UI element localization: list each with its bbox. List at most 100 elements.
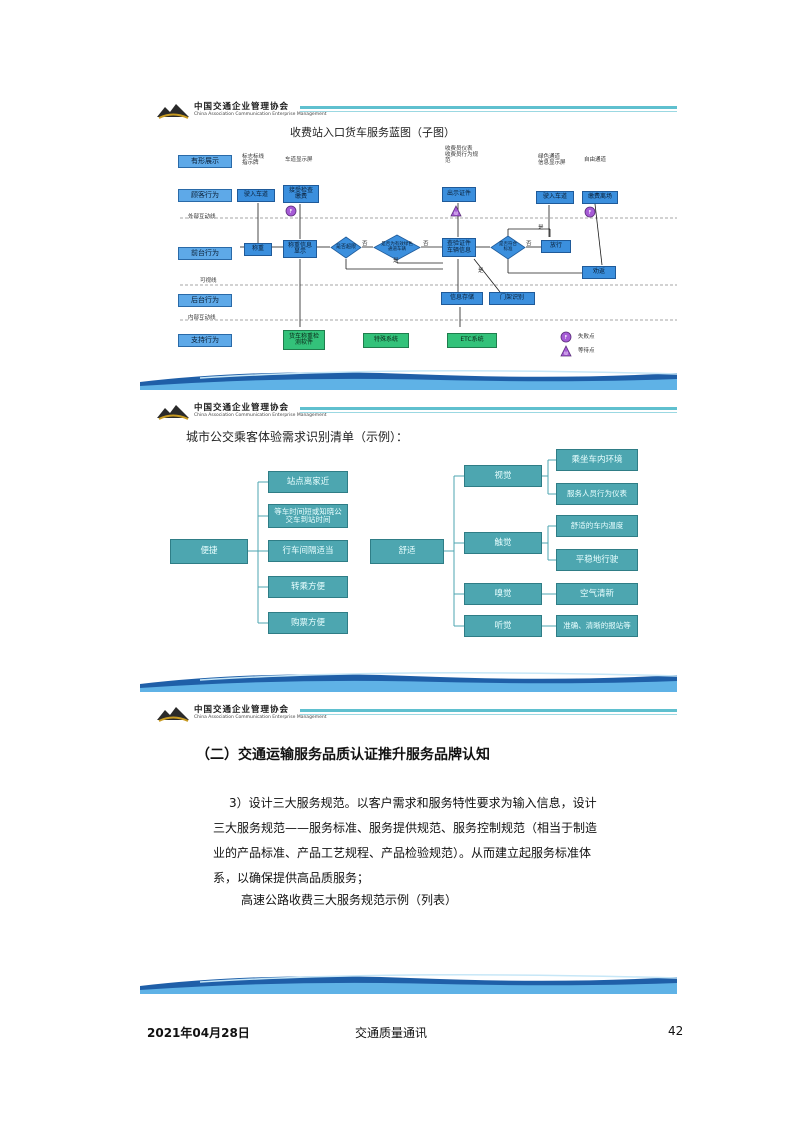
root-comfort: 舒适: [370, 539, 444, 564]
footer-publication: 交通质量通讯: [355, 1026, 428, 1040]
evidence-free-lane: 自由通道: [584, 157, 607, 163]
tree-connectors: [248, 459, 556, 627]
leaf-temperature: 舒适的车内温度: [556, 515, 638, 537]
legend-failure-icon: F: [560, 331, 572, 343]
slide-passenger-needs: 中国交通企业管理协会 China Association Communicati…: [140, 398, 677, 692]
evidence-collector: 收费员仪表 收费员行为规范: [445, 146, 479, 165]
back-gantry-recognition: 门架识别: [489, 292, 535, 305]
slide-header: 中国交通企业管理协会 China Association Communicati…: [140, 398, 677, 426]
branch-no-2: 否: [423, 241, 429, 247]
footer-wave-decoration: [140, 672, 677, 692]
leaf-fresh-air: 空气清新: [556, 583, 638, 605]
customer-pay-leave: 缴费离场: [582, 191, 618, 204]
branch-yes-3: 是: [538, 225, 544, 231]
footer-page-number: 42: [668, 1024, 684, 1038]
sense-touch: 触觉: [464, 532, 542, 554]
legend-wait-label: 等待点: [578, 348, 595, 354]
leaf-smooth-driving: 平稳地行驶: [556, 549, 638, 571]
blueprint-lines: [180, 203, 677, 327]
evidence-lane-display: 车道显示屏: [285, 157, 313, 163]
table-caption: 高速公路收费三大服务规范示例（列表）: [241, 893, 458, 907]
line-label-external: 外部互动线: [188, 214, 216, 220]
decision-overweight: [330, 236, 362, 259]
svg-text:W: W: [564, 351, 568, 356]
support-weighing-software: 货车称重检测软件: [283, 330, 325, 350]
evidence-green-channel: 绿色通道 信息显示屏: [538, 154, 566, 167]
front-weighing: 称重: [244, 243, 272, 256]
header-rule-thin: [300, 111, 677, 112]
need-proper-interval: 行车间隔适当: [268, 540, 348, 562]
lane-label-frontstage: 前台行为: [178, 247, 232, 260]
front-check-documents: 查验证件 车辆信息: [442, 238, 476, 257]
svg-text:W: W: [454, 211, 458, 216]
body-paragraph: 3）设计三大服务规范。以客户需求和服务特性要求为输入信息，设计三大服务规范——服…: [213, 796, 598, 885]
branch-no-1: 否: [362, 241, 368, 247]
line-label-visibility: 可视线: [200, 278, 217, 284]
org-name-cn: 中国交通企业管理协会: [194, 102, 290, 112]
header-rule-thin: [300, 714, 677, 715]
front-turn-back: 劝返: [582, 266, 616, 279]
header-rule: [300, 407, 677, 410]
need-stop-near-home: 站点离家近: [268, 471, 348, 493]
support-special-system: 特殊系统: [363, 333, 409, 348]
association-logo-icon: [157, 405, 189, 420]
back-info-storage: 信息存储: [441, 292, 483, 305]
decision-standard: [490, 235, 526, 260]
lane-label-backstage: 后台行为: [178, 294, 232, 307]
section-heading: （二）交通运输服务品质认证推升服务品牌认知: [196, 747, 490, 763]
svg-text:F: F: [565, 335, 568, 341]
sense-smell: 嗅觉: [464, 583, 542, 605]
legend-wait-icon: W: [560, 345, 572, 357]
customer-enter-lane: 驶入车道: [237, 189, 275, 202]
customer-show-id: 出示证件: [442, 187, 476, 202]
evidence-signs: 标志标线 指示牌: [242, 154, 265, 167]
header-rule: [300, 106, 677, 109]
lane-label-customer: 顾客行为: [178, 189, 232, 202]
slide-service-specs: 中国交通企业管理协会 China Association Communicati…: [140, 700, 677, 994]
branch-no-3: 否: [526, 241, 532, 247]
footer-date: 2021年04月28日: [147, 1026, 250, 1040]
lane-label-support: 支持行为: [178, 334, 232, 347]
org-name-en: China Association Communication Enterpri…: [194, 112, 327, 117]
customer-inspection: 接受检查 缴费: [283, 185, 319, 203]
slide-header: 中国交通企业管理协会 China Association Communicati…: [140, 97, 677, 125]
legend-failure-label: 失败点: [578, 334, 595, 340]
decision-standard-label: 是否符合 标准: [499, 241, 517, 252]
org-name-en: China Association Communication Enterpri…: [194, 715, 327, 720]
slide-title: 收费站入口货车服务蓝图（子图）: [290, 126, 455, 139]
org-name-cn: 中国交通企业管理协会: [194, 705, 290, 715]
slide-service-blueprint: 中国交通企业管理协会 China Association Communicati…: [140, 97, 677, 390]
header-rule: [300, 709, 677, 712]
leaf-vehicle-environment: 乘坐车内环境: [556, 449, 638, 471]
branch-yes-2: 是: [478, 268, 484, 274]
leaf-stop-announcement: 准确、清晰的报站等: [556, 615, 638, 637]
failure-point-icon-2: F: [584, 206, 596, 218]
failure-point-icon: F: [285, 205, 297, 217]
front-release: 放行: [541, 240, 571, 253]
need-easy-ticket: 购票方便: [268, 612, 348, 634]
need-easy-transfer: 转乘方便: [268, 576, 348, 598]
lane-label-physical-evidence: 有形展示: [178, 155, 232, 168]
decision-green-channel-label: 是否为有效绿色通道车辆: [381, 241, 413, 252]
leaf-staff-behavior: 服务人员行为仪表: [556, 483, 638, 505]
wait-point-icon: W: [450, 205, 462, 217]
sense-vision: 视觉: [464, 465, 542, 487]
header-rule-thin: [300, 412, 677, 413]
need-short-wait: 等车时间短或知晓公交车到站时间: [268, 504, 348, 528]
decision-green-channel: [373, 234, 421, 261]
root-convenience: 便捷: [170, 539, 248, 564]
customer-enter-lane-2: 驶入车道: [536, 191, 574, 204]
org-name-en: China Association Communication Enterpri…: [194, 413, 327, 418]
association-logo-icon: [157, 104, 189, 119]
slide-title: 城市公交乘客体验需求识别清单（示例）：: [186, 430, 409, 444]
sense-hearing: 听觉: [464, 615, 542, 637]
org-name-cn: 中国交通企业管理协会: [194, 403, 290, 413]
footer-wave-decoration: [140, 974, 677, 994]
footer-wave-decoration: [140, 370, 677, 390]
decision-overweight-label: 是否超限: [335, 243, 356, 250]
line-label-internal: 内部互动线: [188, 315, 216, 321]
front-weight-display: 称重信息 显示: [283, 240, 317, 258]
branch-yes-1: 是: [393, 258, 399, 264]
slide-header: 中国交通企业管理协会 China Association Communicati…: [140, 700, 677, 728]
svg-text:F: F: [290, 209, 293, 215]
